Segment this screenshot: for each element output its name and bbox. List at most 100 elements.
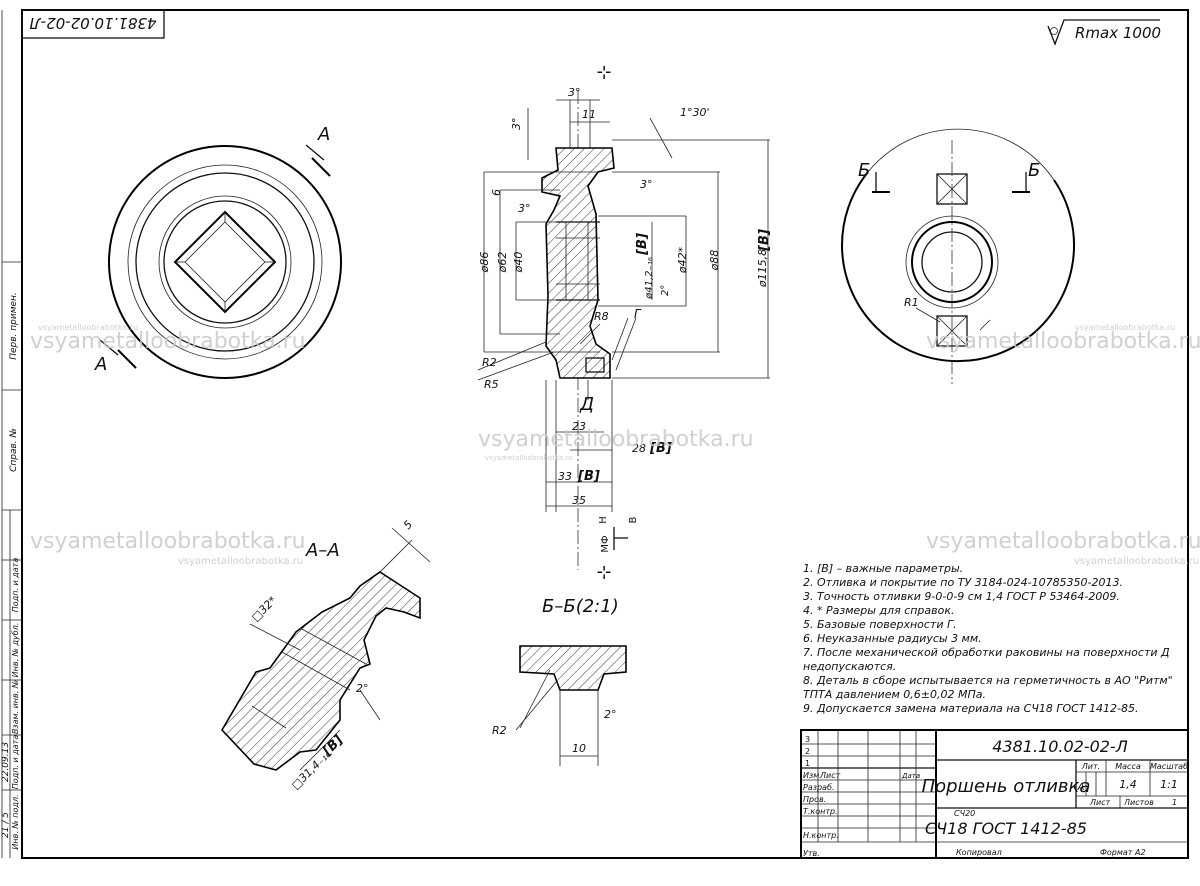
watermark-5: vsyametalloobrabotka.ru xyxy=(926,529,1200,554)
dim-b4: [B] xyxy=(577,469,600,484)
watermark-2: vsyametalloobrabotka.ru xyxy=(478,427,754,452)
watermark-2-small: vsyametalloobrabotka.ru xyxy=(485,454,573,462)
surface-finish: Rmax 1000 xyxy=(1047,19,1161,46)
dim-d41-2: ø41,2₋₁₆ xyxy=(644,257,655,300)
tb-tkontr: Т.контр. xyxy=(803,807,838,816)
tb-izm: Изм. xyxy=(803,771,822,780)
main-section-view: ⊹ ⊹ xyxy=(477,62,772,583)
label-r1: R1 xyxy=(904,296,919,309)
dim-b2: [B] xyxy=(757,229,772,252)
strip-inv-dubl: Инв. № дубл. xyxy=(11,623,20,678)
svg-text:⊹: ⊹ xyxy=(596,562,611,583)
tb-row1: 1 xyxy=(805,759,810,768)
dim-23: 23 xyxy=(572,420,586,433)
rotated-code: 4381.10.02-02-Л xyxy=(29,14,156,32)
left-strip: Перв. примен. Справ. № Подп. и дата Инв.… xyxy=(1,261,22,858)
tb-list: Лист xyxy=(819,771,841,780)
dim-r5: R5 xyxy=(484,378,499,391)
dim-d62: ø62 xyxy=(496,252,509,274)
tb-utv: Утв. xyxy=(803,849,820,858)
dim-3deg-top: 3° xyxy=(568,86,581,99)
sheet-frame xyxy=(21,9,1189,859)
strip-podp-data2: Подп. и дата xyxy=(11,735,20,790)
rotated-code-box xyxy=(21,9,165,39)
dim-3deg-right: 3° xyxy=(640,178,653,191)
note-1: 1. [B] – важные параметры. xyxy=(803,562,963,575)
dim-mf: МФ xyxy=(600,535,611,553)
dim-aa-32: □32* xyxy=(249,593,280,624)
strip-vzam-inv: Взам. инв. № xyxy=(11,680,20,734)
dim-d-surface: Д xyxy=(579,394,594,415)
note-3: 3. Точность отливки 9-0-0-9 см 1,4 ГОСТ … xyxy=(803,590,1120,603)
dim-3deg-mid: 3° xyxy=(518,202,531,215)
tb-doc-code: 4381.10.02-02-Л xyxy=(992,737,1128,756)
tb-part-name: Поршень отливка xyxy=(922,776,1091,797)
tb-mass-value: 1,4 xyxy=(1119,778,1137,791)
tb-nkontr: Н.контр. xyxy=(803,831,839,840)
cut-label-a-top: А xyxy=(317,124,330,145)
tb-prov: Пров. xyxy=(803,795,826,804)
note-4: 4. * Размеры для справок. xyxy=(803,604,955,617)
dim-r8: R8 xyxy=(594,310,609,323)
dim-d86: ø86 xyxy=(478,252,491,274)
dim-aa-5: 5 xyxy=(401,518,415,532)
front-view-right: Б Б R1 xyxy=(841,128,1076,384)
cut-label-a-bottom: А xyxy=(94,354,107,375)
dim-3deg-left: 3° xyxy=(510,118,523,131)
tb-data: Дата xyxy=(901,772,920,780)
dim-b3: [B] xyxy=(649,441,672,456)
tb-mass-label: Масса xyxy=(1115,762,1141,771)
tb-scale-label: Масштаб xyxy=(1150,762,1188,771)
strip-sprav-no: Справ. № xyxy=(9,428,19,472)
dim-d115-8: ø115,8 xyxy=(756,249,769,288)
svg-text:⊹: ⊹ xyxy=(596,62,611,83)
watermark-3: vsyametalloobrabotka.ru xyxy=(926,329,1200,354)
dim-33: 33 xyxy=(558,470,572,483)
strip-podp-data: Подп. и дата xyxy=(11,558,20,613)
dim-v: В xyxy=(628,516,639,523)
cut-label-b-left: Б xyxy=(858,160,870,181)
dim-bb-10: 10 xyxy=(572,742,586,755)
dim-r2: R2 xyxy=(482,356,497,369)
note-8: 8. Деталь в сборе испытывается на гермет… xyxy=(803,674,1173,687)
tb-kopiroval: Копировал xyxy=(956,848,1002,857)
dim-bb-2deg: 2° xyxy=(604,708,617,721)
section-aa-title: А–А xyxy=(305,540,340,561)
surface-finish-value: Rmax 1000 xyxy=(1075,24,1161,42)
dim-35: 35 xyxy=(572,494,586,507)
dim-n: Н xyxy=(598,516,609,524)
tb-razrab: Разраб. xyxy=(803,783,834,792)
dim-d42: ø42* xyxy=(676,246,689,274)
dim-d40: ø40 xyxy=(512,252,525,274)
cut-label-b-right: Б xyxy=(1028,160,1040,181)
dim-bb-r2: R2 xyxy=(492,724,507,737)
note-5: 5. Базовые поверхности Г. xyxy=(803,618,957,631)
dim-g: Г xyxy=(634,307,642,321)
tb-sheet-label: Лист xyxy=(1089,798,1111,807)
technical-notes: 1. [B] – важные параметры. 2. Отливка и … xyxy=(803,562,1173,715)
tb-material: СЧ18 ГОСТ 1412-85 xyxy=(925,819,1087,838)
dim-b1: [B] xyxy=(635,233,650,256)
section-bb: Б–Б(2:1) R2 2° 10 xyxy=(492,596,627,766)
dim-1-30: 1°30' xyxy=(680,106,710,119)
dim-d88: ø88 xyxy=(708,250,721,272)
tb-scale-value: 1:1 xyxy=(1160,778,1178,791)
strip-date-value: 22.09.13 xyxy=(1,742,11,782)
note-9: 9. Допускается замена материала на СЧ18 … xyxy=(803,702,1139,715)
note-2: 2. Отливка и покрытие по ТУ 3184-024-107… xyxy=(803,576,1123,589)
tb-lit-value: А xyxy=(1077,782,1085,793)
watermark-4-small: vsyametalloobrabotka.ru xyxy=(178,556,303,567)
watermark-5-small: vsyametalloobrabotka.ru xyxy=(1074,556,1199,567)
strip-perv-primen: Перв. примен. xyxy=(9,292,19,360)
watermark-1: vsyametalloobrabotka.ru xyxy=(30,329,306,354)
watermarks: vsyametalloobrabotka.ru vsyametalloobrab… xyxy=(30,323,1200,567)
dim-6: 6 xyxy=(490,189,503,196)
title-block: 3 2 1 Изм. Лист Дата Разраб. Пров. Т.кон… xyxy=(800,729,1189,859)
tb-sheets-label: Листов xyxy=(1123,798,1154,807)
tb-sheets-value: 1 xyxy=(1172,798,1177,807)
dim-11: 11 xyxy=(582,108,596,121)
note-7-cont: недопускаются. xyxy=(803,660,896,673)
strip-inv-value: 21 / 5 xyxy=(1,812,11,838)
